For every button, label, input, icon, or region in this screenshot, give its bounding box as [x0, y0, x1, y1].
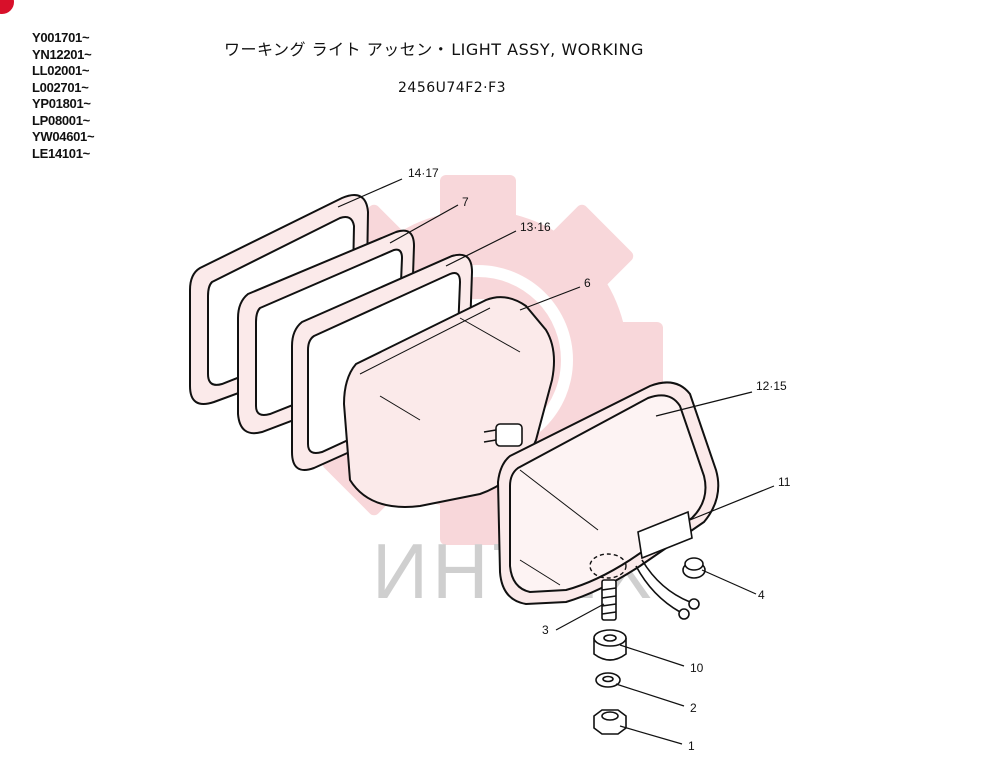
leader-lines	[337, 178, 775, 745]
serial-number: YN12201~	[32, 46, 92, 62]
grommet-part	[682, 557, 706, 579]
callout-7: 7	[462, 195, 469, 209]
serial-number: LP08001~	[32, 112, 90, 128]
callout-2: 2	[690, 701, 697, 715]
serial-number: Y001701~	[32, 30, 90, 45]
callout-11: 11	[778, 475, 791, 489]
serial-number: LE14101~	[32, 145, 90, 161]
callout-6: 6	[584, 276, 591, 290]
bolt-part	[601, 579, 617, 621]
label-plate-part	[637, 510, 693, 560]
serial-number: YP01801~	[32, 96, 91, 111]
serial-number: L002701~	[32, 79, 89, 95]
spacer-part	[593, 629, 627, 661]
title-japanese: ワーキング ライト アッセン・	[224, 40, 450, 59]
serial-number: YW04601~	[32, 129, 95, 144]
diagram-title: ワーキング ライト アッセン・LIGHT ASSY, WORKING	[224, 36, 644, 60]
callout-12-15: 12·15	[756, 379, 787, 393]
callout-3: 3	[542, 623, 549, 637]
title-english: LIGHT ASSY, WORKING	[451, 40, 644, 59]
callout-4: 4	[758, 588, 765, 602]
callout-14-17: 14·17	[408, 166, 439, 180]
serial-number: LL02001~	[32, 63, 90, 78]
nut-part	[593, 709, 627, 735]
mount-boss-outline	[589, 553, 627, 579]
washer-part	[595, 672, 621, 688]
callout-13-16: 13·16	[520, 220, 551, 234]
callout-1: 1	[688, 739, 695, 753]
serial-number-list: Y001701~ YN12201~ LL02001~ L002701~ YP01…	[32, 30, 95, 162]
bulb-part	[483, 423, 523, 447]
part-code: 2456U74F2·F3	[398, 80, 507, 96]
lamp-wiring-part	[635, 559, 700, 620]
callout-10: 10	[690, 661, 704, 675]
